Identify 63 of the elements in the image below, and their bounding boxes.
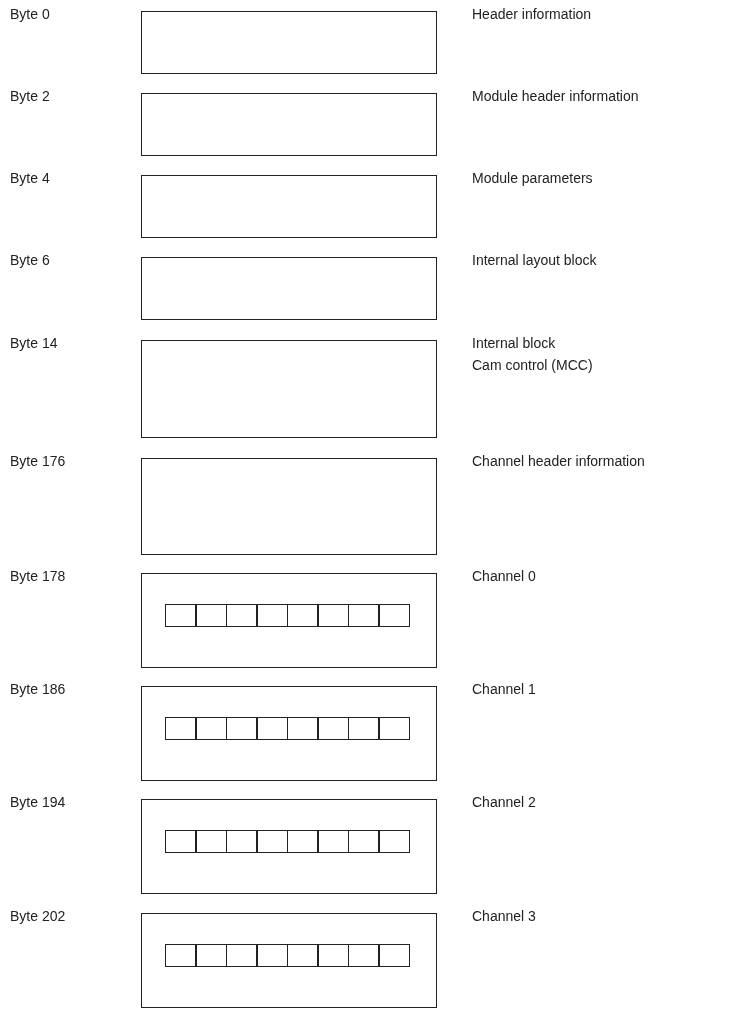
byte-cell xyxy=(195,604,227,627)
byte-cell xyxy=(287,830,318,853)
byte-cell xyxy=(165,944,196,967)
byte-offset-label: Byte 194 xyxy=(10,794,66,810)
byte-cell xyxy=(256,830,288,853)
byte-cell xyxy=(378,604,410,627)
block-description: Channel 0 xyxy=(472,567,536,586)
block-description: Channel header information xyxy=(472,452,645,471)
byte-cell xyxy=(287,604,318,627)
memory-block xyxy=(141,799,437,894)
memory-block xyxy=(141,11,437,74)
byte-cell xyxy=(226,604,257,627)
byte-cell xyxy=(378,944,410,967)
byte-cell xyxy=(348,830,379,853)
byte-cell xyxy=(256,717,288,740)
memory-block xyxy=(141,458,437,555)
byte-offset-label: Byte 6 xyxy=(10,252,50,268)
byte-offset-label: Byte 202 xyxy=(10,908,66,924)
byte-cell xyxy=(165,830,196,853)
block-description: Cam control (MCC) xyxy=(472,356,593,375)
memory-block xyxy=(141,257,437,320)
byte-cell xyxy=(165,604,196,627)
block-description: Channel 1 xyxy=(472,680,536,699)
memory-block xyxy=(141,175,437,238)
block-description: Internal layout block xyxy=(472,251,597,270)
byte-offset-label: Byte 14 xyxy=(10,335,58,351)
byte-cell xyxy=(195,717,227,740)
memory-block xyxy=(141,573,437,668)
byte-offset-label: Byte 178 xyxy=(10,568,66,584)
byte-offset-label: Byte 2 xyxy=(10,88,50,104)
block-description: Header information xyxy=(472,5,592,24)
byte-offset-label: Byte 176 xyxy=(10,453,66,469)
memory-block xyxy=(141,93,437,156)
byte-cell xyxy=(165,717,196,740)
byte-cell xyxy=(287,717,318,740)
byte-cell xyxy=(348,604,379,627)
memory-block xyxy=(141,340,437,438)
block-description: Module header information xyxy=(472,87,639,106)
memory-block xyxy=(141,913,437,1008)
byte-cell xyxy=(195,944,227,967)
block-description: Channel 2 xyxy=(472,793,536,812)
byte-cell xyxy=(195,830,227,853)
byte-cell xyxy=(317,944,349,967)
block-description: Internal block xyxy=(472,334,556,353)
byte-offset-label: Byte 0 xyxy=(10,6,50,22)
byte-cell xyxy=(226,717,257,740)
block-description: Module parameters xyxy=(472,169,593,188)
byte-cell xyxy=(226,944,257,967)
byte-cell xyxy=(348,944,379,967)
byte-cell xyxy=(378,830,410,853)
byte-cell xyxy=(348,717,379,740)
byte-offset-label: Byte 186 xyxy=(10,681,66,697)
byte-cell xyxy=(256,944,288,967)
byte-cell xyxy=(317,604,349,627)
byte-cell xyxy=(287,944,318,967)
byte-cell xyxy=(226,830,257,853)
byte-cell xyxy=(317,717,349,740)
byte-cell xyxy=(378,717,410,740)
byte-cell xyxy=(317,830,349,853)
memory-block xyxy=(141,686,437,781)
byte-cell xyxy=(256,604,288,627)
byte-offset-label: Byte 4 xyxy=(10,170,50,186)
block-description: Channel 3 xyxy=(472,907,536,926)
